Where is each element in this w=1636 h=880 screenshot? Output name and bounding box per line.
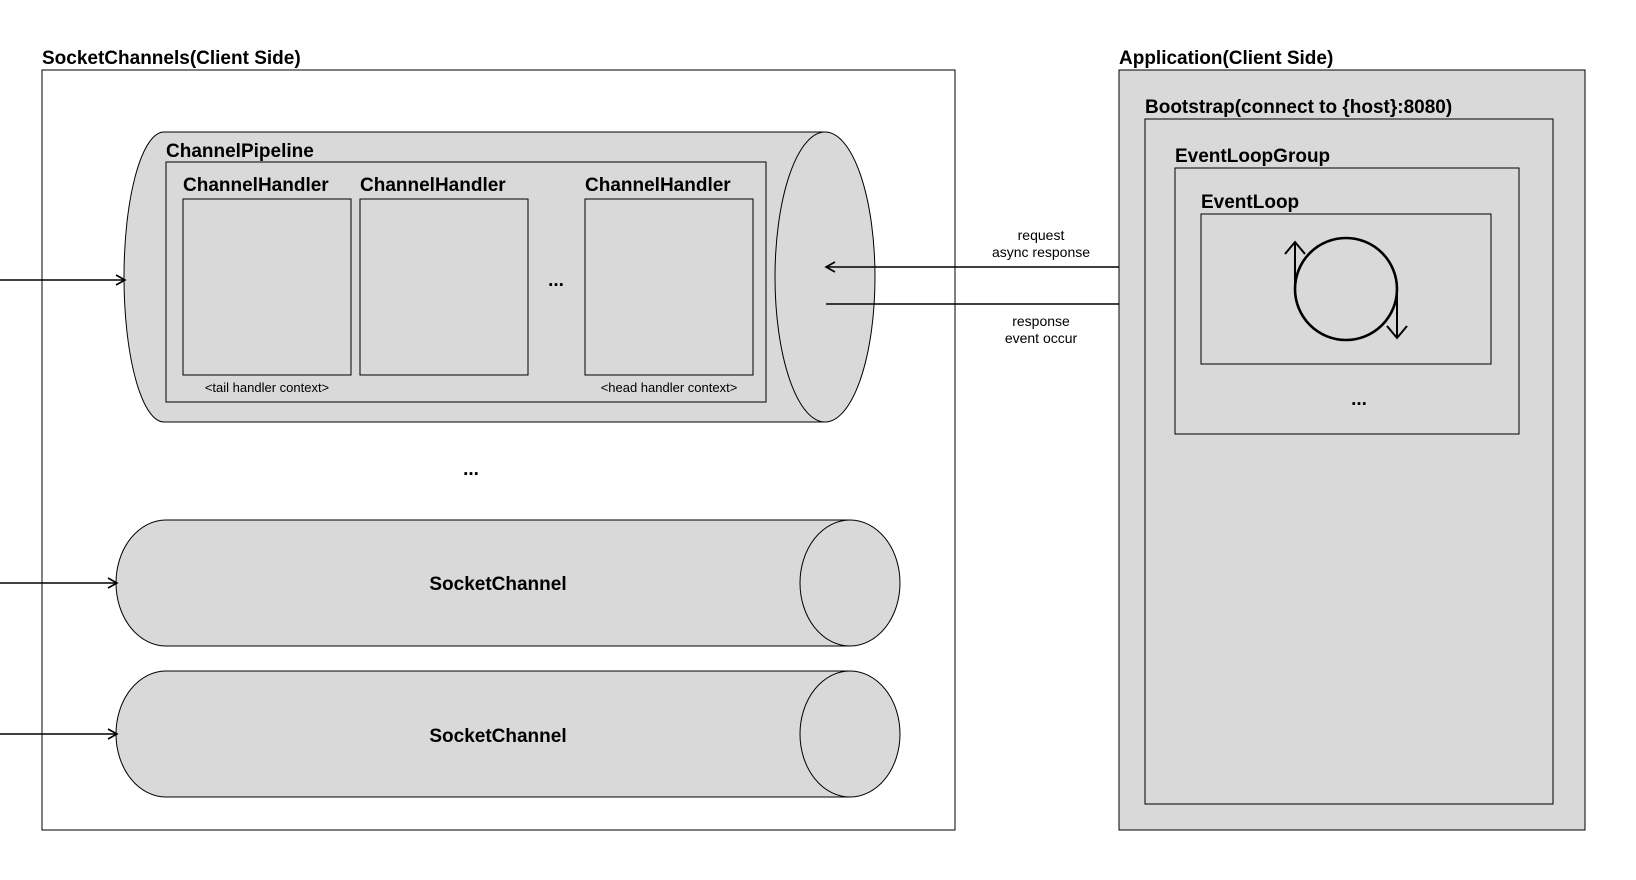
right-panel-title: Application(Client Side) [1119, 48, 1333, 69]
channel-handler-label: ChannelHandler [183, 175, 329, 196]
request-arrow-label-line2: async response [992, 244, 1090, 260]
handlers-ellipsis: ... [548, 270, 564, 291]
channel-handler-label: ChannelHandler [585, 175, 731, 196]
socket-channel-cylinder [115, 670, 901, 798]
event-loop-box [1200, 213, 1492, 365]
channels-ellipsis: ... [463, 459, 479, 480]
socket-channel-label: SocketChannel [429, 574, 566, 595]
head-handler-caption: <head handler context> [601, 380, 738, 395]
channel-handler-box [359, 198, 529, 376]
socket-channel-cylinder-end [799, 670, 901, 798]
event-loop-group-title: EventLoopGroup [1175, 146, 1330, 167]
left-panel-title: SocketChannels(Client Side) [42, 48, 301, 69]
response-arrow-label-line1: response [1012, 313, 1070, 329]
loop-cycle-icon [1284, 236, 1408, 342]
pipeline-cylinder-end [774, 131, 876, 423]
event-loop-title: EventLoop [1201, 192, 1299, 213]
response-arrow-label-line2: event occur [1005, 330, 1078, 346]
channel-handler-label: ChannelHandler [360, 175, 506, 196]
bootstrap-title: Bootstrap(connect to {host}:8080) [1145, 97, 1452, 118]
channel-handler-box [584, 198, 754, 376]
channel-pipeline-title: ChannelPipeline [166, 141, 314, 162]
socket-channel-cylinder-end [799, 519, 901, 647]
event-loop-ellipsis: ... [1351, 389, 1367, 410]
channel-handler-box [182, 198, 352, 376]
socket-channel-cylinder [115, 519, 901, 647]
socket-channel-label: SocketChannel [429, 726, 566, 747]
tail-handler-caption: <tail handler context> [205, 380, 329, 395]
request-arrow-label-line1: request [1018, 227, 1065, 243]
